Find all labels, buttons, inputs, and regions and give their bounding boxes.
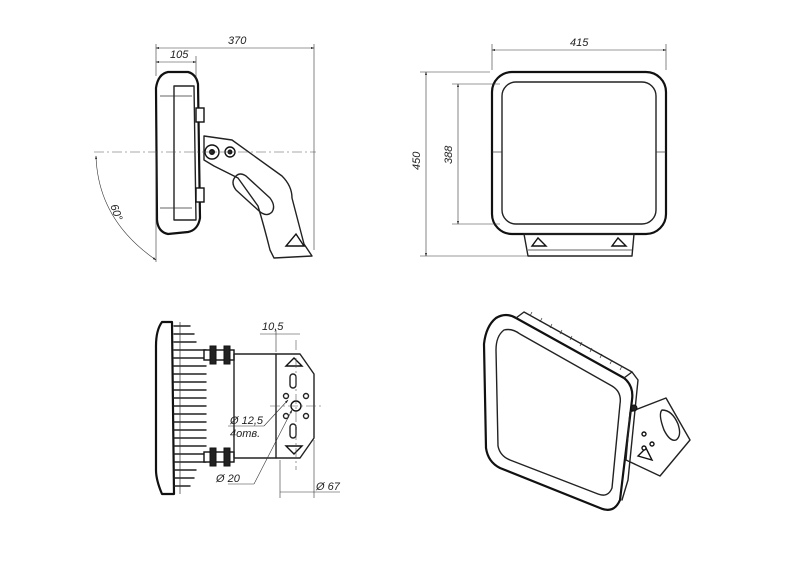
dim-hole-count: 4отв. bbox=[230, 428, 260, 440]
top-view bbox=[154, 320, 340, 498]
dim-front-total-height: 450 bbox=[411, 151, 423, 170]
dim-hole-diameter: Ø 12,5 bbox=[229, 415, 264, 427]
dim-front-body-height: 388 bbox=[443, 145, 455, 164]
dim-side-overall-width: 370 bbox=[228, 35, 247, 47]
isometric-view bbox=[482, 311, 691, 511]
side-view bbox=[94, 44, 316, 262]
front-view bbox=[420, 44, 668, 257]
dim-side-depth: 105 bbox=[170, 49, 189, 61]
dim-front-width: 415 bbox=[570, 37, 589, 49]
dim-bracket-offset: 10,5 bbox=[262, 321, 284, 333]
dim-tilt-angle: 60° bbox=[107, 203, 124, 223]
dim-bracket-width: Ø 67 bbox=[315, 481, 341, 493]
dim-center-hole-diameter: Ø 20 bbox=[215, 473, 241, 485]
